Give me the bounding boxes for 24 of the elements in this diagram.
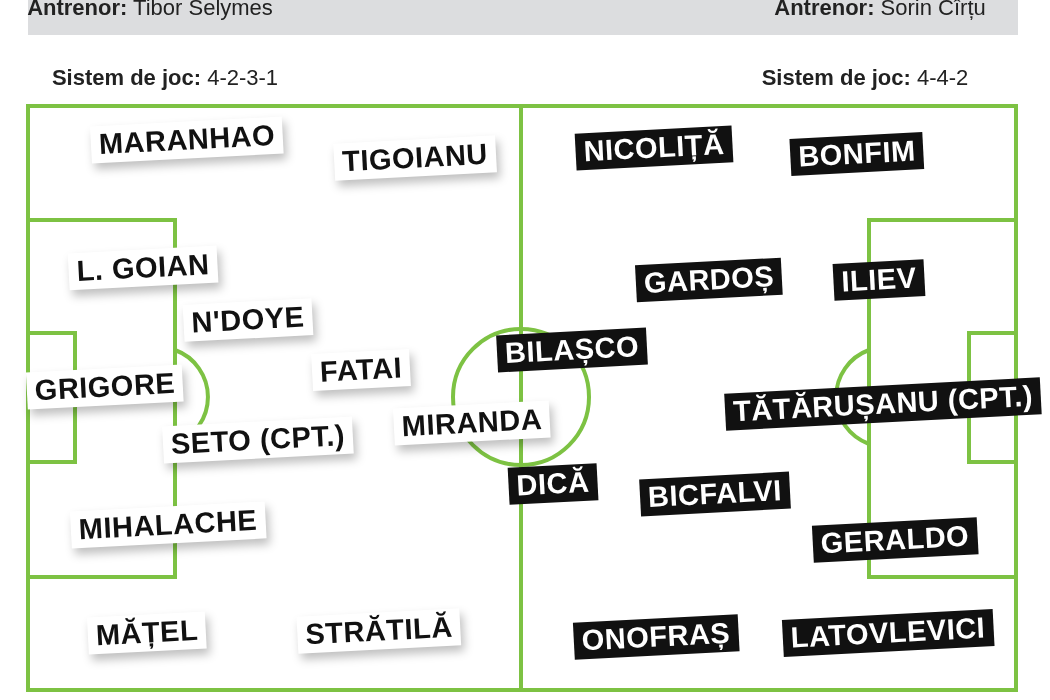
player-name-tag: GARDOȘ <box>635 257 783 303</box>
formation-text: Sistem de joc: 4-2-3-1 <box>51 65 279 91</box>
formation-text: Sistem de joc: 4-4-2 <box>761 65 969 91</box>
player-name-tag: L. GOIAN <box>67 245 219 291</box>
player-name-tag: ILIEV <box>832 259 926 301</box>
player-name-tag: GRIGORE <box>25 364 185 410</box>
player-name-tag: TĂTĂRUȘANU (CPT.) <box>724 377 1042 431</box>
player-name-tag: MIHALACHE <box>69 501 267 549</box>
player-name-tag: BILAȘCO <box>496 327 648 373</box>
player-name-tag: TIGOIANU <box>333 135 497 181</box>
player-name-tag: MARANHAO <box>90 116 284 164</box>
player-name-tag: ONOFRAȘ <box>572 614 740 660</box>
player-name-tag: MIRANDA <box>392 400 552 446</box>
player-name-tag: LATOVLEVICI <box>781 609 995 657</box>
player-name-tag: BONFIM <box>789 132 925 176</box>
player-name-tag: DICĂ <box>507 463 599 505</box>
player-name-tag: GERALDO <box>811 517 979 563</box>
player-name-tag: SETO (CPT.) <box>162 416 354 464</box>
player-name-tag: N'DOYE <box>182 298 314 342</box>
player-name-tag: FATAI <box>311 348 411 392</box>
player-name-tag: NICOLIȚĂ <box>574 125 734 171</box>
player-name-tag: MĂȚEL <box>86 611 208 655</box>
player-name-tag: BICFALVI <box>639 471 791 517</box>
player-name-tag: STRĂTILĂ <box>296 608 462 654</box>
